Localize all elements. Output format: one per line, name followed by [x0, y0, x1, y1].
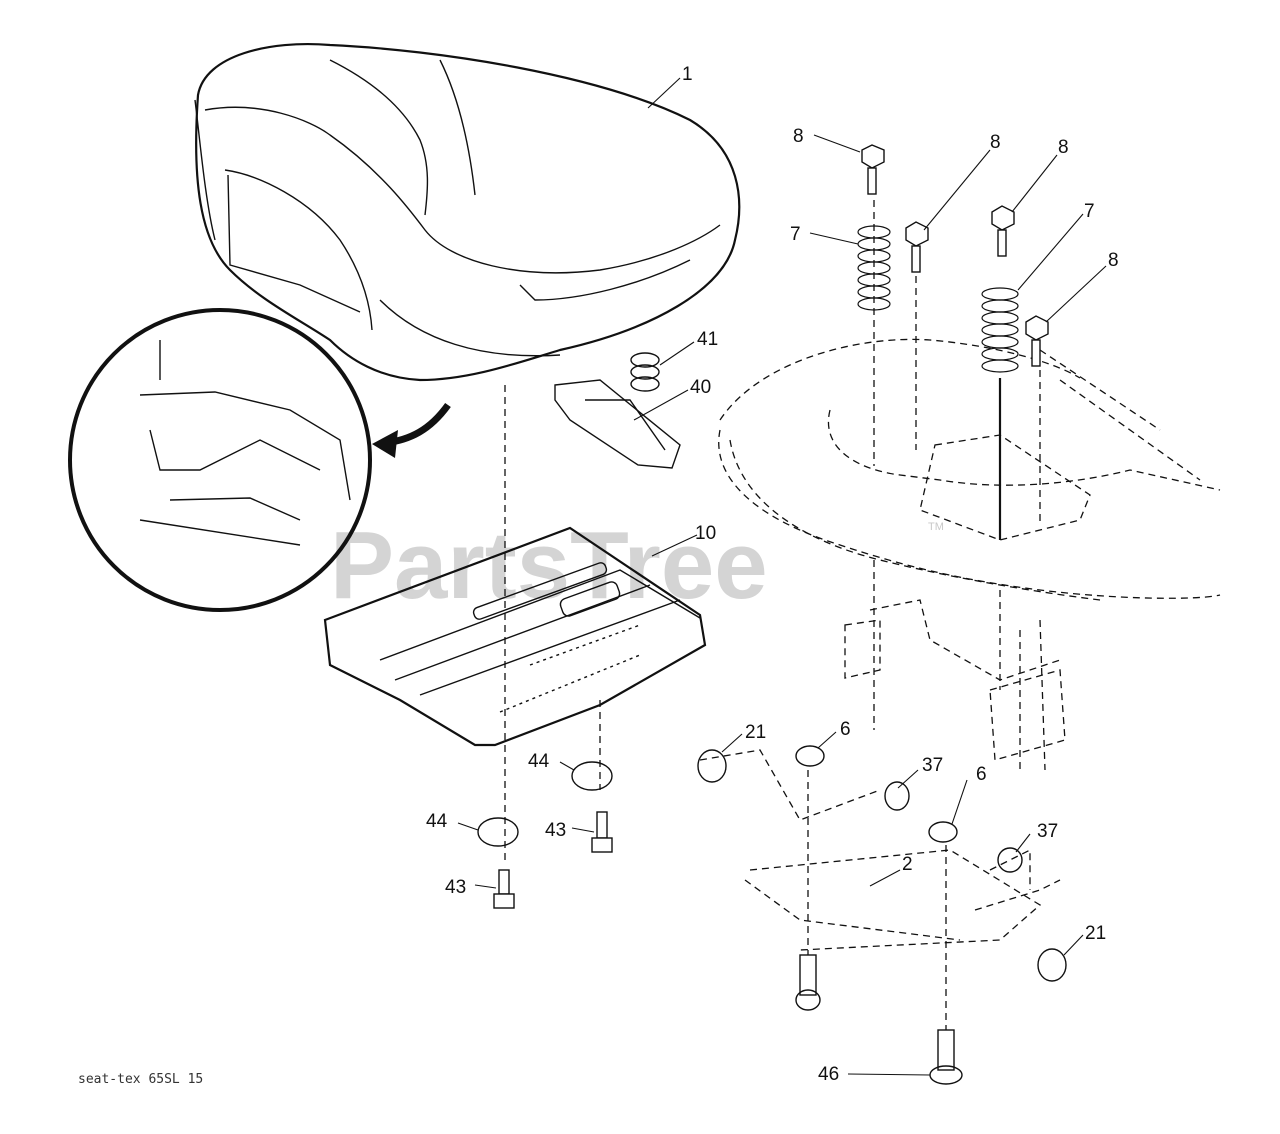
callout-label-43a: 43 [545, 820, 566, 841]
callout-label-6b: 6 [976, 764, 987, 785]
callout-label-6a: 6 [840, 719, 851, 740]
callout-label-21b: 21 [1085, 923, 1106, 944]
washers-and-bolts [477, 761, 613, 909]
seat-drawing [194, 43, 741, 382]
watermark: PartsTree TM [330, 512, 944, 619]
callout-label-8b: 8 [990, 132, 1001, 153]
callout-label-7b: 7 [1084, 201, 1095, 222]
callout-label-46: 46 [818, 1064, 839, 1085]
callout-label-10: 10 [695, 523, 716, 544]
callout-label-37a: 37 [922, 755, 943, 776]
callout-label-21a: 21 [745, 722, 766, 743]
seat-plate-drawing [323, 526, 707, 747]
callout-label-44b: 44 [426, 811, 448, 832]
callout-label-44a: 44 [528, 751, 550, 772]
detail-magnifier [68, 308, 451, 612]
callout-label-7a: 7 [790, 224, 801, 245]
callout-label-8a: 8 [793, 126, 804, 147]
callout-label-8d: 8 [1108, 250, 1119, 271]
diagram-caption: seat-tex 65SL 15 [78, 1072, 203, 1087]
callout-label-40: 40 [690, 377, 711, 398]
callout-label-43b: 43 [445, 877, 466, 898]
lower-mount-drawing [697, 745, 1067, 1085]
watermark-trademark: TM [928, 521, 944, 533]
bolts-and-springs [504, 144, 1049, 1030]
bracket-and-spring [554, 352, 681, 469]
fender-outline [718, 338, 1221, 771]
callout-labels: 1 8 8 8 7 7 8 41 40 10 21 6 37 6 37 2 21… [426, 64, 1119, 1085]
callout-label-41: 41 [697, 329, 718, 350]
callout-label-2: 2 [902, 854, 913, 875]
watermark-text: PartsTree [330, 512, 768, 619]
callout-leaders [457, 77, 1107, 1076]
callout-label-8c: 8 [1058, 137, 1069, 158]
callout-label-37b: 37 [1037, 821, 1058, 842]
callout-label-1: 1 [682, 64, 693, 85]
